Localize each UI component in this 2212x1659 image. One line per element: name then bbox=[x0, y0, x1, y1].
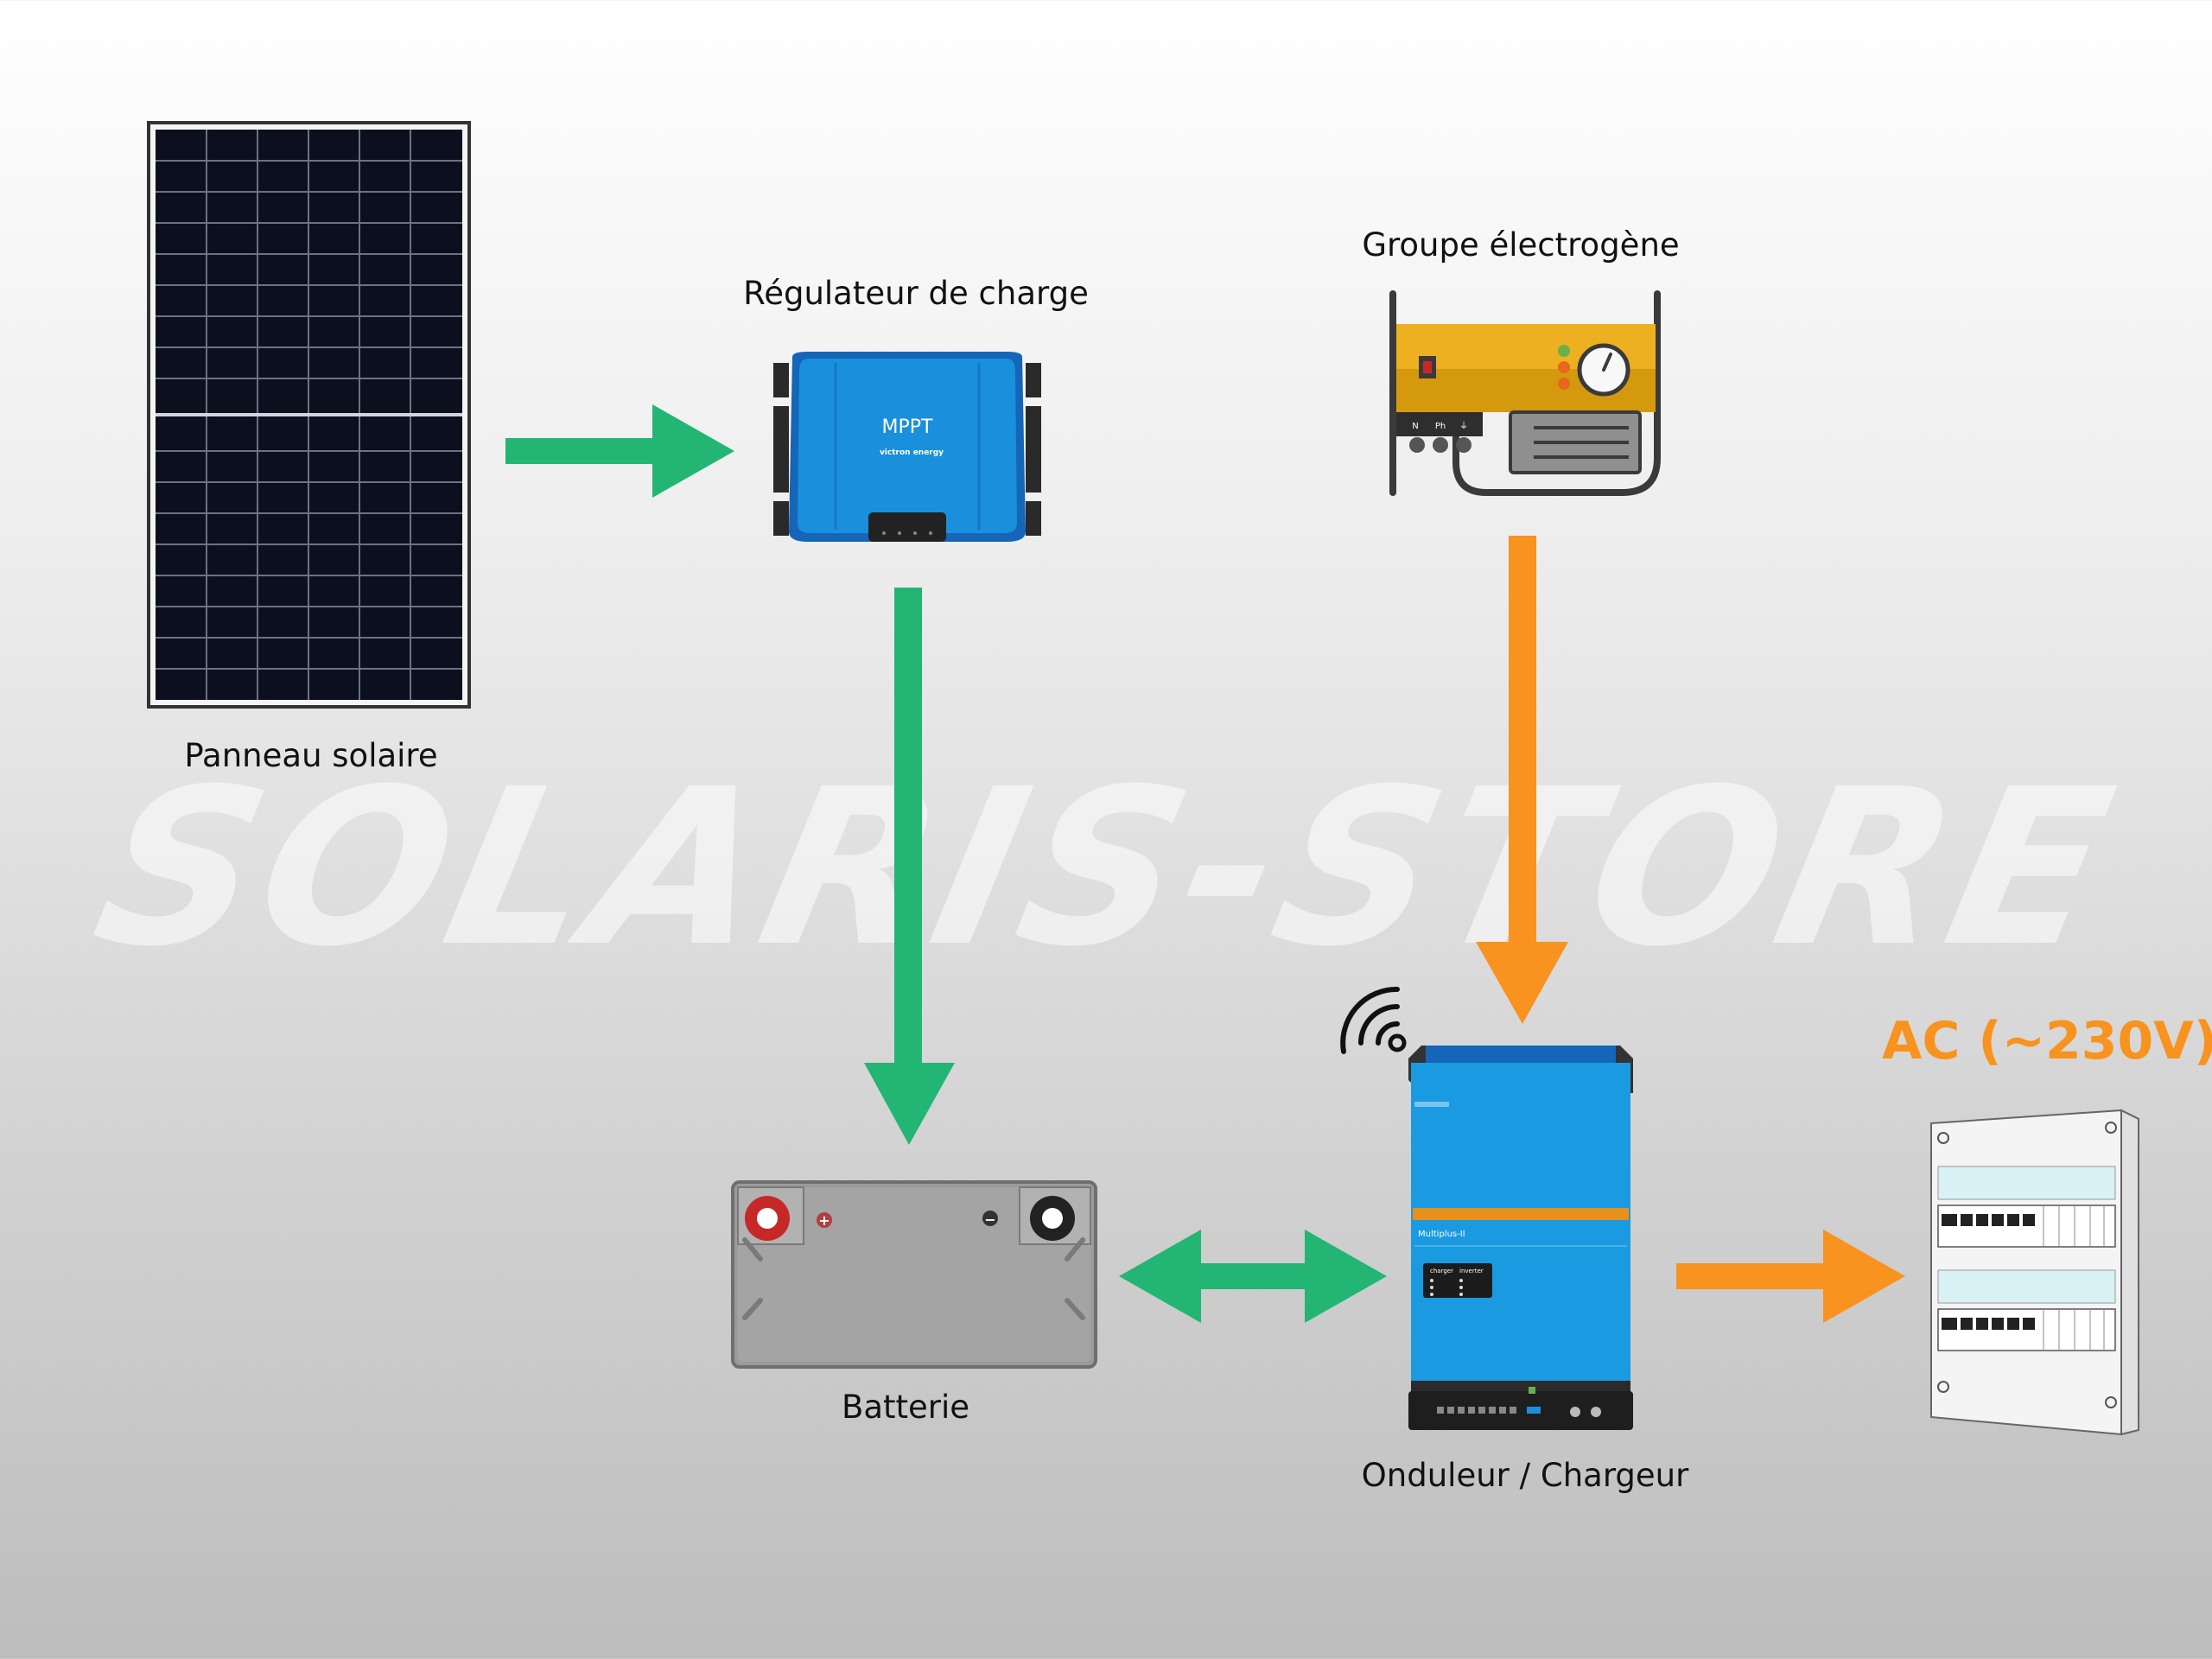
victron-brand-text: victron energy bbox=[880, 448, 944, 457]
inverter-charger-icon: Multiplus-II charger inverter bbox=[1408, 1046, 1633, 1430]
battery-icon: + − bbox=[731, 1180, 1097, 1369]
multiplus-text: Multiplus-II bbox=[1418, 1230, 1465, 1239]
wifi-icon bbox=[1340, 986, 1407, 1054]
inverter-charger-label: Onduleur / Chargeur bbox=[1361, 1457, 1689, 1494]
arrow-battery-inverter-bidirectional bbox=[1119, 1230, 1387, 1323]
terminal-n: N bbox=[1412, 422, 1418, 431]
arrow-panel-to-controller bbox=[505, 404, 734, 498]
solar-panel-label: Panneau solaire bbox=[184, 737, 438, 774]
charge-controller-label: Régulateur de charge bbox=[743, 275, 1089, 312]
panel-inverter-text: inverter bbox=[1459, 1268, 1484, 1274]
mppt-text: MPPT bbox=[882, 416, 934, 438]
solar-panel-icon bbox=[147, 121, 471, 709]
arrow-inverter-to-ac bbox=[1676, 1230, 1905, 1323]
terminal-earth: ⏚ bbox=[1459, 421, 1468, 431]
battery-minus: − bbox=[984, 1211, 995, 1228]
battery-plus: + bbox=[818, 1212, 830, 1229]
electrical-panel-icon bbox=[1930, 1109, 2139, 1436]
ac-output-label: AC (~230V) bbox=[1882, 1011, 2212, 1071]
arrow-controller-to-battery bbox=[864, 588, 955, 1145]
generator-label: Groupe électrogène bbox=[1362, 226, 1680, 264]
terminal-ph: Ph bbox=[1435, 422, 1446, 431]
charge-controller-icon: MPPT victron energy bbox=[773, 352, 1041, 542]
generator-icon: N Ph ⏚ bbox=[1389, 290, 1661, 496]
panel-charger-text: charger bbox=[1430, 1268, 1453, 1274]
battery-label: Batterie bbox=[841, 1389, 970, 1426]
arrow-generator-to-inverter bbox=[1476, 536, 1568, 1024]
watermark: SOLARIS-STORE bbox=[77, 742, 2135, 994]
